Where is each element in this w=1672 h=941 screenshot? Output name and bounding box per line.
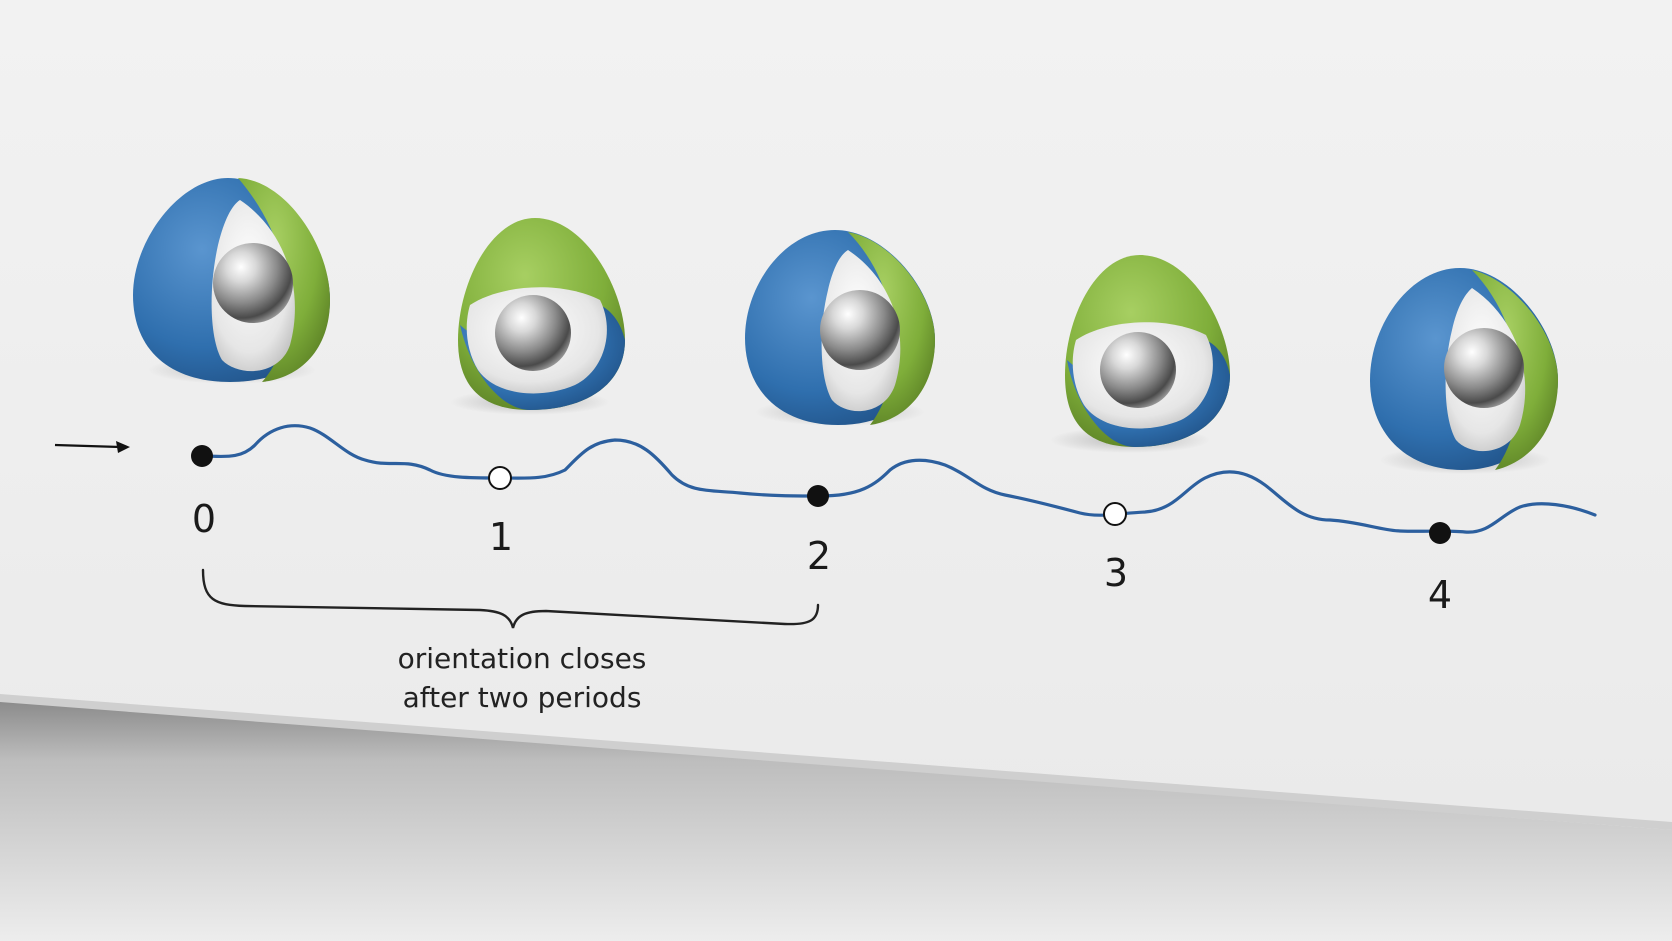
stage-1-object bbox=[450, 218, 625, 415]
sheet-edge bbox=[0, 694, 1672, 830]
steel-ball-icon bbox=[213, 243, 293, 323]
stage-4-object bbox=[1370, 268, 1558, 474]
stage-4-marker bbox=[1429, 522, 1451, 544]
stage-0-object bbox=[133, 178, 330, 384]
stage-0-marker bbox=[191, 445, 213, 467]
stage-4-label: 4 bbox=[1428, 573, 1452, 617]
stage-2-object bbox=[745, 230, 935, 426]
steel-ball-icon bbox=[820, 290, 900, 370]
stage-1-label: 1 bbox=[489, 515, 513, 559]
period-brace bbox=[201, 568, 820, 629]
steel-ball-icon bbox=[495, 295, 571, 371]
stage-1-marker bbox=[488, 466, 512, 490]
caption-line-1: orientation closes bbox=[398, 642, 647, 675]
arrow-right-icon bbox=[54, 441, 130, 453]
stage-2-marker bbox=[807, 485, 829, 507]
stage-3-object bbox=[1050, 255, 1230, 453]
caption-line-2: after two periods bbox=[403, 681, 642, 714]
stage-3-marker bbox=[1103, 502, 1127, 526]
stage-2-label: 2 bbox=[807, 534, 831, 578]
steel-ball-icon bbox=[1444, 328, 1524, 408]
stage-3-label: 3 bbox=[1104, 551, 1128, 595]
trajectory-path bbox=[200, 424, 1597, 534]
lower-surface-shadow bbox=[0, 700, 1672, 941]
stage-0-label: 0 bbox=[192, 497, 216, 541]
steel-ball-icon bbox=[1100, 332, 1176, 408]
